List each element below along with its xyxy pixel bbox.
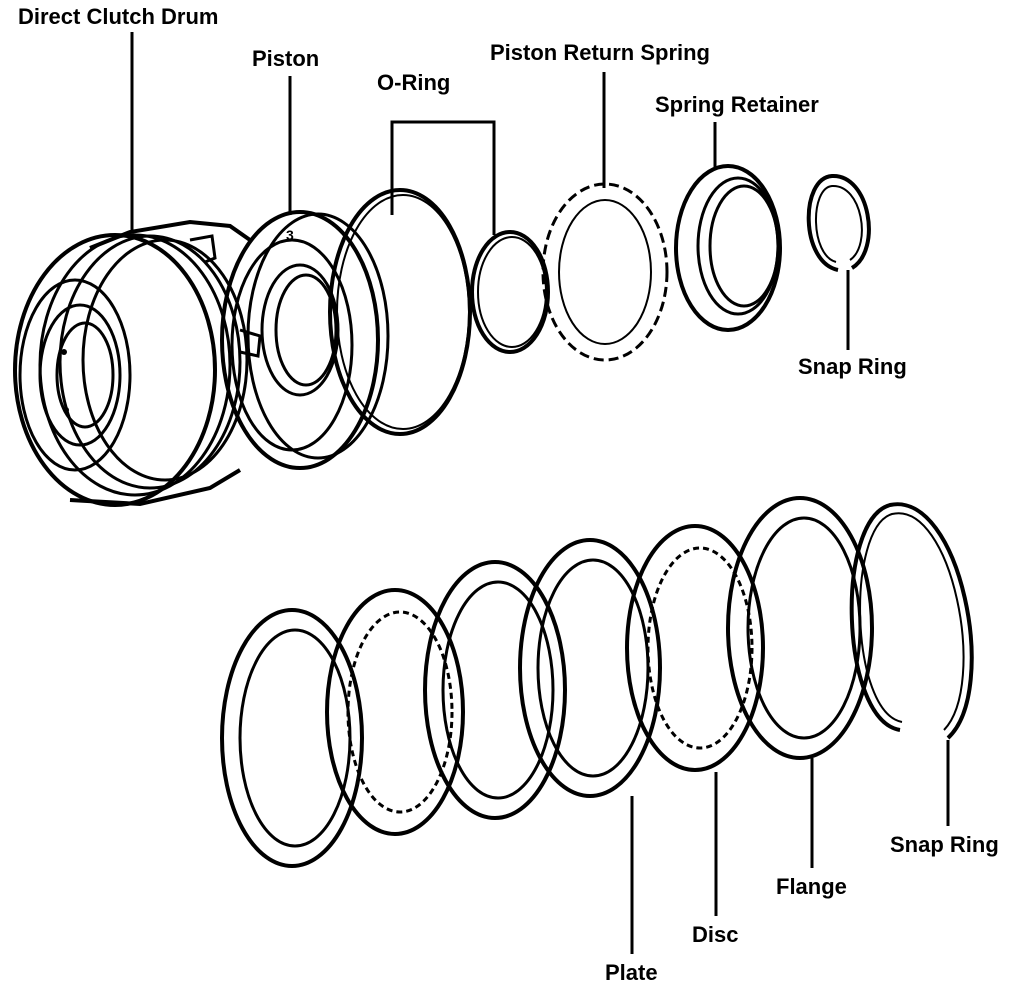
label-o-ring: O-Ring [377, 70, 450, 95]
direct-clutch-drum [13, 219, 262, 507]
clutch-pack [220, 496, 974, 868]
piston-mark: 3 [286, 227, 294, 243]
o-ring-small [470, 230, 550, 354]
label-plate: Plate [605, 960, 658, 985]
disc-1 [325, 588, 465, 836]
piston-return-spring [541, 182, 669, 362]
label-snap-ring-lower: Snap Ring [890, 832, 999, 857]
piston: 3 [220, 210, 390, 470]
snap-ring-lower [849, 502, 974, 740]
label-flange: Flange [776, 874, 847, 899]
spring-retainer [674, 164, 782, 332]
leader-lines [130, 32, 950, 954]
label-piston-return-spring: Piston Return Spring [490, 40, 710, 65]
disc-2 [625, 524, 765, 772]
label-direct-clutch-drum: Direct Clutch Drum [18, 4, 218, 29]
plate-2 [423, 560, 567, 820]
o-ring-large [328, 188, 472, 436]
labels: Direct Clutch Drum Piston O-Ring Piston … [18, 4, 999, 985]
label-snap-ring-upper: Snap Ring [798, 354, 907, 379]
leader-o-ring [390, 120, 496, 235]
plate-1 [220, 608, 364, 868]
label-disc: Disc [692, 922, 738, 947]
label-spring-retainer: Spring Retainer [655, 92, 819, 117]
snap-ring-upper [806, 173, 871, 272]
label-piston: Piston [252, 46, 319, 71]
